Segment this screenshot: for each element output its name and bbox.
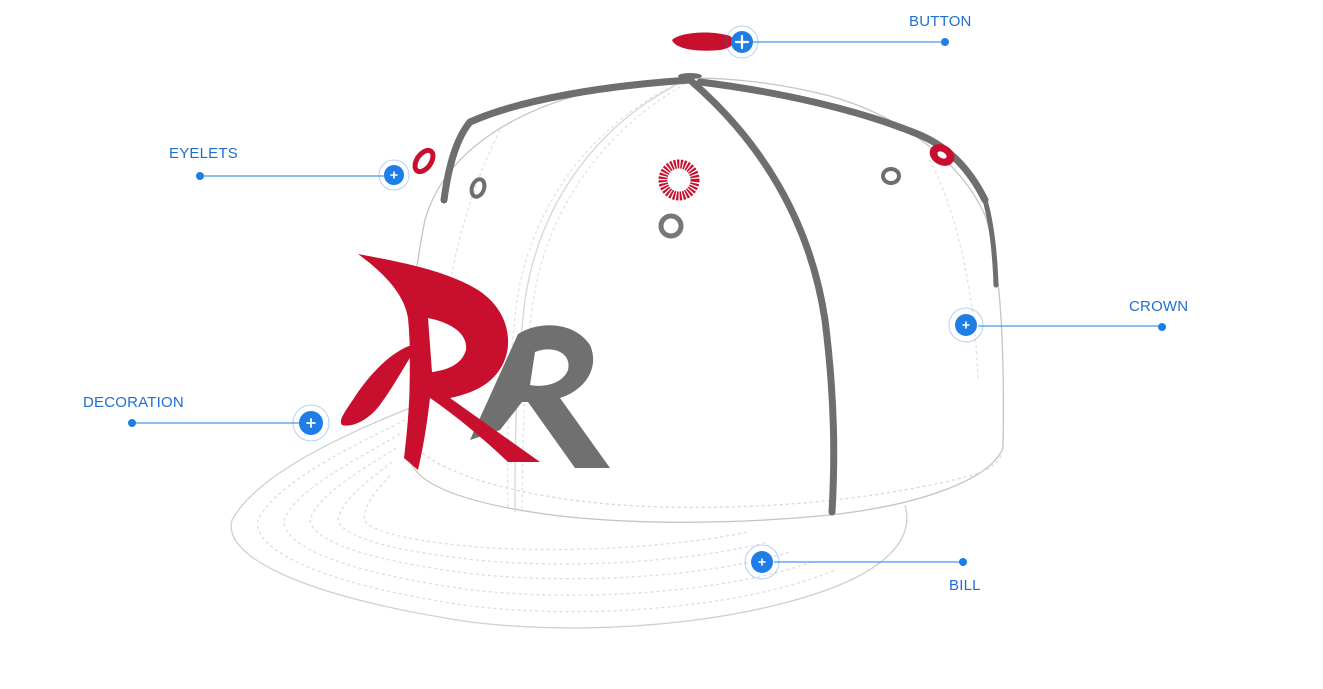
callout-button bbox=[725, 25, 949, 59]
cap-eyelets bbox=[412, 144, 955, 239]
callout-bill bbox=[744, 544, 967, 580]
cap-button-part bbox=[672, 32, 734, 79]
plus-circle-icon[interactable] bbox=[378, 159, 410, 191]
dot-icon bbox=[1158, 323, 1166, 331]
plus-circle-icon[interactable] bbox=[725, 25, 759, 59]
label-bill[interactable]: BILL bbox=[949, 577, 981, 594]
dot-icon bbox=[128, 419, 136, 427]
label-crown[interactable]: CROWN bbox=[1129, 298, 1189, 315]
callout-eyelets bbox=[196, 159, 410, 191]
dot-icon bbox=[941, 38, 949, 46]
dot-icon bbox=[959, 558, 967, 566]
label-button[interactable]: BUTTON bbox=[909, 13, 972, 30]
plus-circle-icon[interactable] bbox=[292, 404, 330, 442]
cap-crown bbox=[409, 77, 1005, 523]
plus-circle-icon[interactable] bbox=[948, 307, 984, 343]
dot-icon bbox=[196, 172, 204, 180]
label-decoration[interactable]: DECORATION bbox=[83, 394, 184, 411]
cap-bill bbox=[230, 407, 908, 629]
plus-circle-icon[interactable] bbox=[744, 544, 780, 580]
cap-seam-tapes bbox=[440, 76, 999, 516]
callout-crown bbox=[948, 307, 1166, 343]
decoration-logo bbox=[340, 254, 610, 470]
cap-illustration bbox=[230, 32, 1005, 629]
callout-decoration bbox=[128, 404, 330, 442]
label-eyelets[interactable]: EYELETS bbox=[169, 145, 238, 162]
